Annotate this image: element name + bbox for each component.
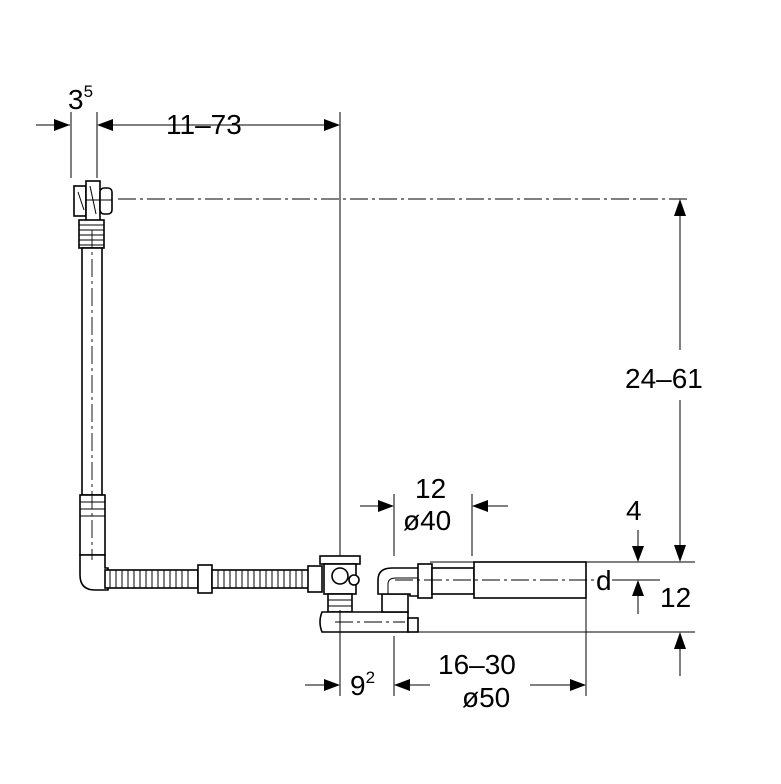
- right-small-dimensions: [418, 530, 695, 676]
- dim-waste-diameter: ø50: [462, 682, 510, 713]
- overflow-pipe: [78, 219, 109, 591]
- dim-horizontal-span: 11–73: [166, 109, 242, 140]
- connecting-hose: [104, 564, 323, 594]
- overflow-head: [73, 180, 113, 222]
- pipe-label: d: [596, 565, 612, 596]
- top-dimension: [36, 112, 341, 560]
- dim-outlet-length: 16–30: [438, 649, 516, 680]
- dim-pipe-offset: 12: [660, 582, 691, 613]
- bottom-dimension: [305, 598, 587, 696]
- waste-body: [319, 555, 433, 633]
- outlet-pipe: [395, 561, 595, 599]
- dim-waste-offset: 92: [350, 668, 375, 701]
- dim-vertical-span: 24–61: [625, 363, 703, 394]
- dim-outlet-width: 12: [415, 473, 446, 504]
- outlet-width-dimension: [360, 494, 508, 556]
- dim-top-offset: 4: [626, 495, 642, 526]
- dim-overflow-offset: 35: [68, 82, 93, 115]
- dim-outlet-diameter: ø40: [403, 505, 451, 536]
